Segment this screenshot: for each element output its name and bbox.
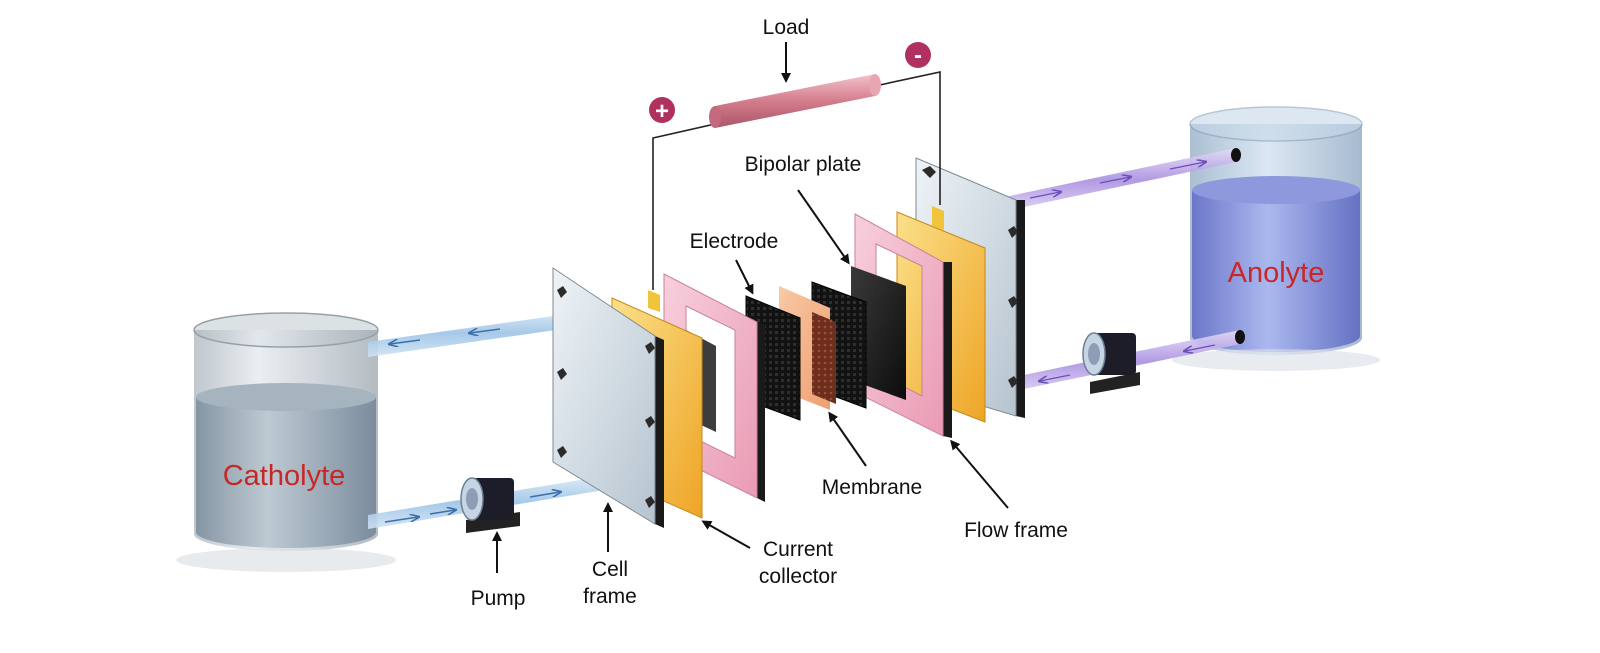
positive-terminal-icon: + xyxy=(649,97,675,125)
catholyte-tank: Catholyte xyxy=(176,312,396,572)
current-collector-label-line2: collector xyxy=(759,565,837,588)
pump-label: Pump xyxy=(471,587,526,610)
cell-frame-label-line2: frame xyxy=(583,585,637,608)
callout-arrows xyxy=(492,42,1009,573)
flow-frame-arrow xyxy=(950,439,1009,509)
anolyte-label: Anolyte xyxy=(1228,257,1325,289)
negative-terminal-icon: - xyxy=(905,42,931,69)
membrane-label: Membrane xyxy=(822,476,922,499)
flow-frame-label: Flow frame xyxy=(964,519,1068,542)
catholyte-label: Catholyte xyxy=(223,460,346,492)
load-resistor xyxy=(709,74,881,128)
anolyte-supply-pipe xyxy=(1000,148,1241,212)
cell-frame-label-line1: Cell xyxy=(592,558,628,581)
bipolar-plate-label: Bipolar plate xyxy=(745,153,862,176)
electrode-arrow xyxy=(735,259,754,295)
catholyte-pump xyxy=(460,477,520,533)
anolyte-pump xyxy=(1082,332,1140,394)
anolyte-tank: Anolyte xyxy=(1172,106,1380,371)
external-circuit xyxy=(652,71,941,290)
minus-sign: - xyxy=(914,42,922,69)
membrane-arrow xyxy=(828,411,867,467)
current-collector-label-line1: Current xyxy=(763,538,833,561)
bipolar-plate-arrow xyxy=(797,189,850,265)
load-label: Load xyxy=(763,16,810,39)
current-collector-arrow xyxy=(701,520,751,549)
electrode-label: Electrode xyxy=(690,230,779,253)
left-cell-frame xyxy=(552,267,664,528)
plus-sign: + xyxy=(655,98,669,125)
